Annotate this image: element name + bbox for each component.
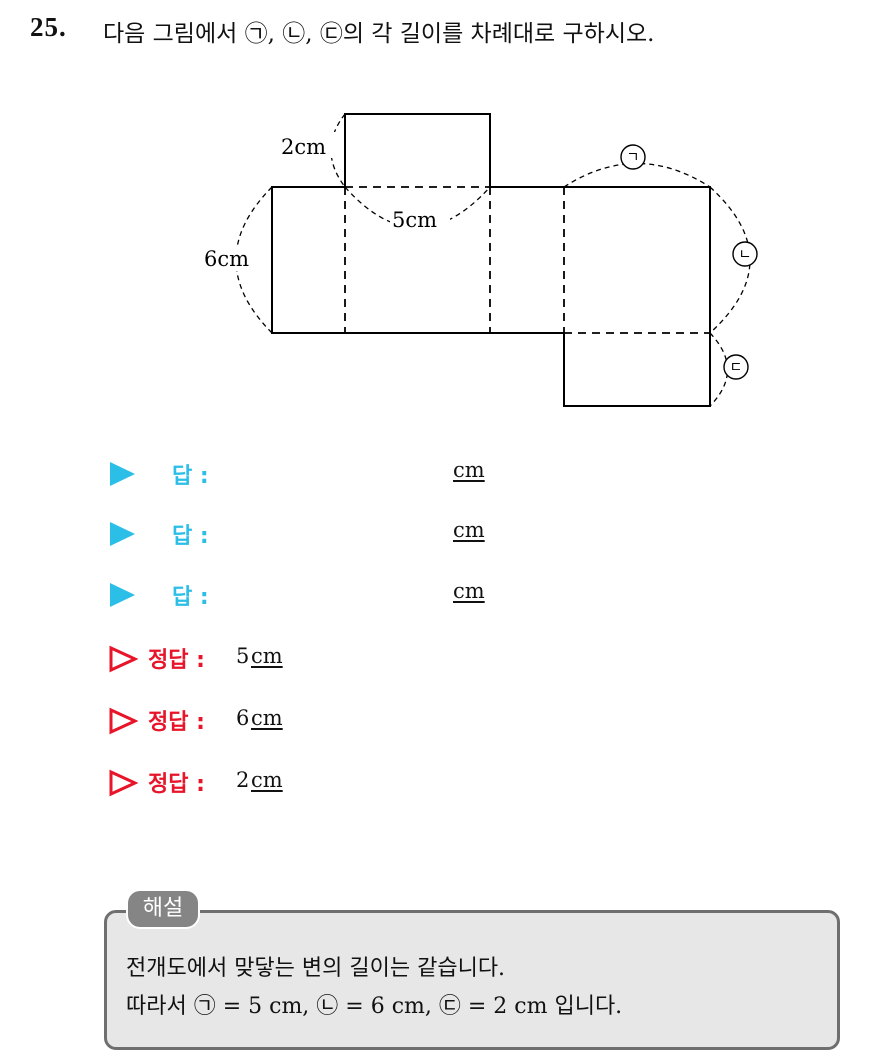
mark-c: ㄷ <box>730 360 743 376</box>
mark-b: ㄴ <box>739 247 752 263</box>
correct-unit: cm <box>251 768 283 792</box>
explanation-box <box>104 910 840 1050</box>
answer-label: 답 : <box>172 524 209 549</box>
dim-arc-c <box>709 332 729 407</box>
dim-arc-a <box>563 162 711 188</box>
answer-unit: cm <box>453 458 485 482</box>
outline-triangle-icon <box>109 645 138 673</box>
answer-unit: cm <box>453 579 485 603</box>
net-diagram: 2cm 5cm 6cm ㄱ ㄴ ㄷ <box>203 113 758 407</box>
explanation-line-2: 따라서 ㉠ = 5 cm, ㉡ = 6 cm, ㉢ = 2 cm 입니다. <box>126 994 623 1019</box>
question-text: 다음 그림에서 ㉠, ㉡, ㉢의 각 길이를 차례대로 구하시오. <box>103 21 655 47</box>
correct-unit: cm <box>251 706 283 730</box>
explanation-line-1: 전개도에서 맞닿는 변의 길이는 같습니다. <box>126 956 506 981</box>
answer-label: 답 : <box>172 464 209 489</box>
answer-triangle-icon <box>110 462 135 486</box>
mark-a: ㄱ <box>627 150 640 166</box>
correct-value: 2 <box>236 768 250 792</box>
correct-label: 정답 : <box>148 648 205 673</box>
answer-triangle-icon <box>110 583 135 607</box>
outline-triangle-icon <box>109 707 138 735</box>
answer-row-3: 답 : cm <box>108 579 528 610</box>
answer-row-1: 답 : cm <box>108 458 528 489</box>
correct-row-3: 정답 : 2 cm <box>108 766 408 798</box>
label-6cm: 6cm <box>204 247 249 271</box>
correct-label: 정답 : <box>148 772 205 797</box>
correct-row-2: 정답 : 6 cm <box>108 704 408 736</box>
correct-value: 5 <box>236 644 250 668</box>
answer-triangle-icon <box>110 522 135 546</box>
outline-triangle-icon <box>109 769 138 797</box>
question-number: 25. <box>30 12 67 42</box>
correct-row-1: 정답 : 5 cm <box>108 642 408 674</box>
answer-unit: cm <box>453 518 485 542</box>
answer-label: 답 : <box>172 585 209 610</box>
answer-row-2: 답 : cm <box>108 518 528 549</box>
explanation-tab: 해설 <box>128 891 198 927</box>
label-2cm: 2cm <box>281 135 326 159</box>
correct-unit: cm <box>251 644 283 668</box>
correct-value: 6 <box>236 706 250 730</box>
correct-label: 정답 : <box>148 710 205 735</box>
label-5cm: 5cm <box>392 208 437 232</box>
